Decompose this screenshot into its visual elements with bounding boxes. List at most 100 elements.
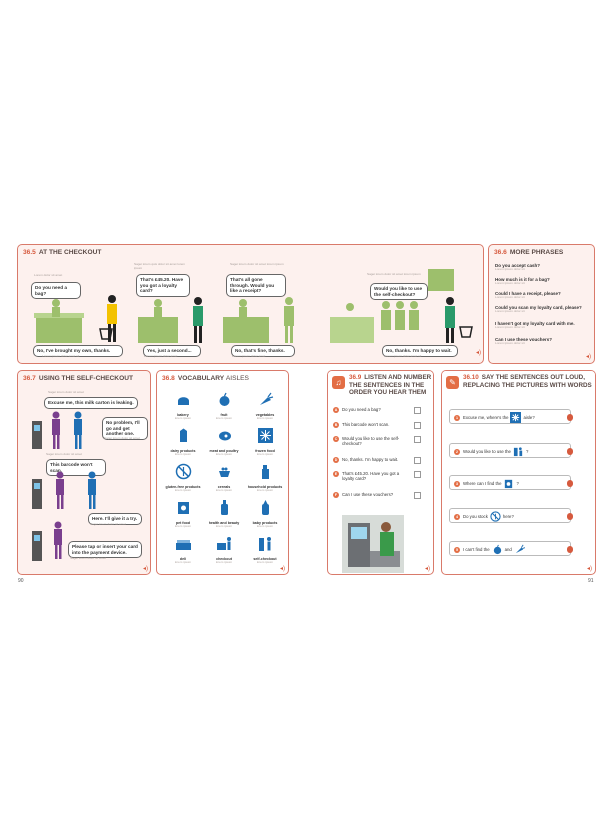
answer-box[interactable] [414, 471, 421, 478]
vocab-sub: lorem ipsum [215, 488, 233, 493]
hint-text: Sagei lorem quis dolor sit amet lorem ip… [134, 262, 186, 270]
speaker-icon[interactable]: ◂) [143, 566, 149, 572]
customer-staff-illustration [32, 471, 96, 509]
vocab-label: vegetables [255, 413, 275, 417]
self-checkout-photo [342, 515, 404, 573]
microphone-icon[interactable] [567, 448, 573, 455]
speech-bubble: Would you like to use the self-checkout? [370, 283, 428, 301]
vocab-label: gluten-free products [165, 485, 201, 489]
hint-text: Sagei lorem dolor sit amet [104, 436, 140, 440]
vocab-label: dairy products [170, 449, 196, 453]
vocab-label: fruit [220, 413, 228, 417]
deli-icon [175, 540, 191, 550]
meat-icon [218, 431, 231, 441]
hint-text: Sagei lorem dolor sit amet [48, 390, 84, 394]
vocab-sub: lorem ipsum [256, 416, 274, 421]
lotion-icon [220, 500, 228, 515]
vocab-sub: lorem ipsum [215, 524, 233, 529]
vocab-sub: lorem ipsum [215, 560, 233, 565]
milk-icon [179, 428, 187, 442]
vocab-sub: lorem ipsum [256, 524, 274, 529]
baby-bottle-icon [261, 500, 269, 515]
vocab-label: deli [179, 557, 187, 561]
speech-bubble: That's all gone through. Would you like … [226, 274, 286, 297]
vocab-sub: lorem ipsum [256, 452, 274, 457]
bread-icon [177, 397, 189, 405]
hint-text: Lorem ipsum dolor amet [232, 354, 266, 358]
vocab-label: cereals [217, 485, 231, 489]
spray-icon [261, 465, 269, 479]
hint-text: Lorem ipsum dolor amet sit [384, 354, 422, 358]
apple-icon [493, 545, 501, 555]
phrase-item: Can I use these vouchers?Lorem ipsum dol… [495, 337, 553, 346]
vocab-label: frozen food [255, 449, 275, 453]
checkout-scene-illustration [34, 295, 117, 343]
speaker-icon[interactable]: ◂) [586, 354, 592, 360]
phrase-item: Do you accept cash?Lorem ipsum dolor sit [495, 263, 541, 272]
carrot-icon [515, 545, 525, 554]
apple-icon [219, 392, 229, 406]
pet-food-icon [505, 480, 513, 489]
speaker-icon[interactable]: ◂) [425, 566, 431, 572]
hint-text: Lorem dolor sit amet [34, 273, 63, 277]
vocab-label: health and beauty [208, 521, 240, 525]
speaker-icon[interactable]: ◂) [476, 350, 482, 356]
answer-box[interactable] [414, 436, 421, 443]
hint-text: Lorem ipsum dolor amet [144, 354, 178, 358]
speaker-icon[interactable]: ◂) [280, 566, 286, 572]
vocab-label: household products [247, 485, 283, 489]
vocab-sub: lorem ipsum [256, 488, 274, 493]
phrase-item: Could you scan my loyalty card, please?L… [495, 305, 582, 314]
vocab-label: bakery [177, 413, 189, 417]
microphone-icon[interactable] [567, 513, 573, 520]
speech-bubble: Here. I'll give it a try. [88, 513, 142, 525]
speaker-icon[interactable]: ◂) [587, 566, 593, 572]
answer-box[interactable] [414, 407, 421, 414]
microphone-icon[interactable] [567, 480, 573, 487]
no-wheat-icon [175, 463, 191, 480]
checkout-scene-illustration [223, 297, 294, 343]
hint-text: Sagei lorem dolor sit amet lorem ipsum [230, 262, 284, 266]
hint-text: Sagei lorem dolor sit amet [70, 556, 106, 560]
customer-staff-illustration [32, 411, 82, 449]
answer-box[interactable] [414, 422, 421, 429]
customer-illustration [32, 521, 62, 561]
microphone-icon[interactable] [567, 546, 573, 553]
speech-bubble: Excuse me, this milk carton is leaking. [44, 397, 138, 409]
queue-scene-illustration [330, 269, 473, 343]
answer-box[interactable] [414, 457, 421, 464]
hint-text: Sagei lorem dolor sit amet [46, 452, 82, 456]
hint-text: Sagei lorem dolor sit amet lorem ipsum [367, 272, 421, 276]
vocab-sub: lorem ipsum [215, 452, 233, 457]
vocab-sub: lorem ipsum [174, 452, 192, 457]
hint-text: Sagei lorem dolor sit amet [90, 522, 126, 526]
phrase-item: I haven't got my loyalty card with me.Lo… [495, 321, 575, 330]
microphone-icon[interactable] [567, 414, 573, 421]
answer-box[interactable] [414, 492, 421, 499]
speech-bubble: No problem, I'll go and get another one. [102, 417, 148, 440]
